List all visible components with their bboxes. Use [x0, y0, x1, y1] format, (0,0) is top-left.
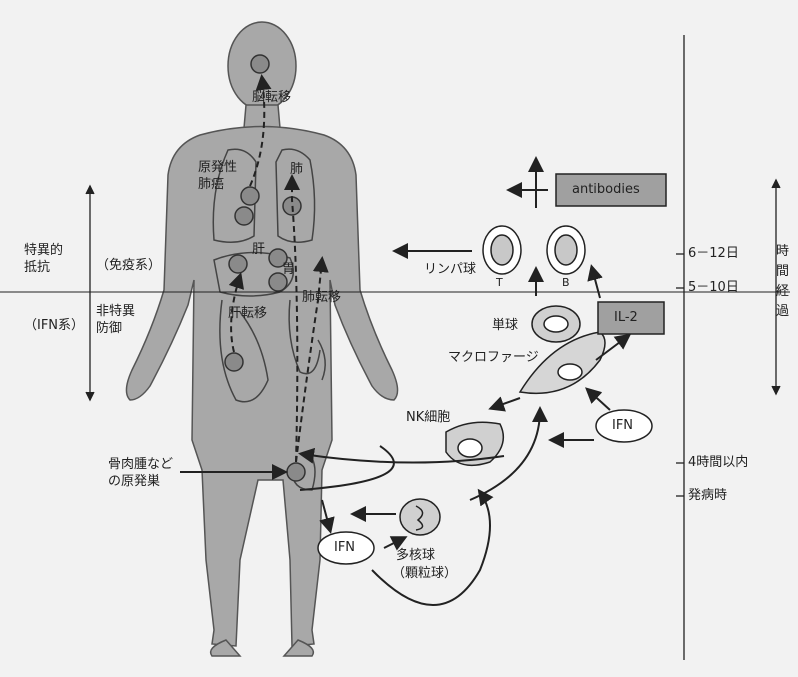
lung-metastasis-label: 肺転移: [302, 290, 341, 306]
brain-metastasis-label: 脳転移: [252, 90, 291, 106]
nonspecific-label-2: 防御: [96, 321, 122, 337]
time-elapsed-label-4: 過: [776, 304, 789, 320]
primary-site-label-1: 骨肉腫など: [108, 457, 173, 473]
ifn-label-left: IFN: [334, 540, 355, 556]
liver-metastasis-label: 肝転移: [228, 306, 267, 322]
t-cell-label: T: [496, 276, 503, 290]
timeline-5-10-days: 5－10日: [688, 280, 739, 296]
left-axis: [0, 186, 790, 400]
time-elapsed-label-1: 時: [776, 244, 789, 260]
time-elapsed-label-3: 経: [776, 284, 789, 300]
primary-lung-cancer-label-1: 原発性: [198, 160, 237, 176]
timeline-4-hours: 4時間以内: [688, 455, 748, 471]
nonspecific-label-1: 非特異: [96, 304, 135, 320]
polymorph-label-2: （顆粒球）: [392, 566, 457, 582]
polymorph-label-1: 多核球: [396, 548, 435, 564]
specific-label-1: 特異的: [24, 243, 63, 259]
timeline-6-12-days: 6－12日: [688, 246, 739, 262]
stomach-label: 胃: [282, 262, 295, 278]
primary-lung-cancer-label-2: 肺癌: [198, 177, 224, 193]
lung-label: 肺: [290, 162, 303, 178]
liver-label: 肝: [252, 242, 265, 258]
primary-site-label-2: の原発巣: [108, 474, 160, 490]
macrophage-label: マクロファージ: [448, 350, 539, 366]
ifn-label-right: IFN: [612, 418, 633, 434]
monocyte-label: 単球: [492, 318, 518, 334]
b-cell-label: B: [562, 276, 570, 290]
specific-label-2: 抵抗: [24, 260, 50, 276]
nk-cell-label: NK細胞: [406, 410, 450, 426]
timeline-axis: [676, 35, 780, 660]
time-elapsed-label-2: 間: [776, 264, 789, 280]
il2-label: IL-2: [614, 310, 638, 326]
timeline-onset: 発病時: [688, 488, 727, 504]
immune-system-label: （免疫系）: [96, 258, 161, 274]
ifn-system-label: （IFN系）: [24, 318, 84, 334]
antibodies-label: antibodies: [572, 182, 640, 198]
lymphocyte-label: リンパ球: [424, 262, 476, 278]
